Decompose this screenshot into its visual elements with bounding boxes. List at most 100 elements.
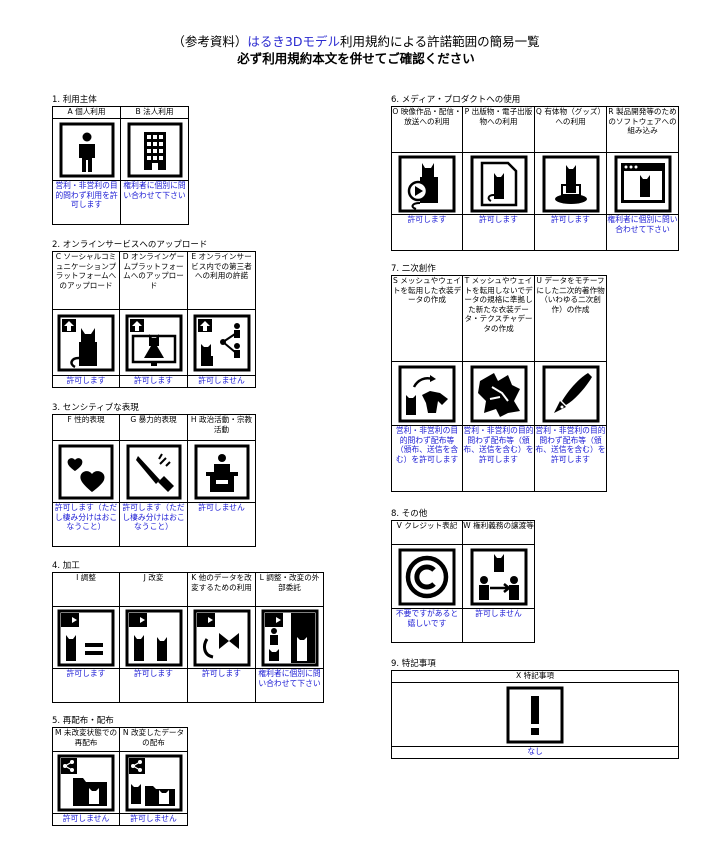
other-data-icon — [193, 609, 250, 666]
status-text: 営利・非営利の目的問わず利用を許可します — [52, 180, 121, 225]
model-name: はるき3Dモデル — [247, 34, 340, 49]
permission-table: M 未改変状態での再配布 N 改変したデータの配布 許可しません 許可しません — [52, 727, 188, 826]
podium-icon — [194, 444, 249, 499]
status-text: 不要ですがあると嬉しいです — [391, 608, 463, 643]
section-title: 1. 利用主体 — [52, 95, 97, 105]
status-text: 許可します — [52, 375, 120, 388]
section-sensitive-expression: 3. センシティブな表現 F 性的表現 G 暴力的表現 H 政治活動・宗教活動 … — [52, 403, 256, 547]
item-header: V クレジット表記 — [391, 520, 463, 545]
page-title: （参考資料）はるき3Dモデル利用規約による許諾範囲の簡易一覧 必ず利用規約本文を… — [0, 33, 712, 67]
exclamation-icon — [506, 686, 564, 743]
modify-icon — [125, 609, 182, 666]
outsource-icon — [261, 609, 318, 666]
section-redistribution: 5. 再配布・配布 M 未改変状態での再配布 N 改変したデータの配布 許可しま… — [52, 716, 188, 826]
status-text: 許可しません — [187, 502, 256, 547]
status-text: 権利者に個別に問い合わせて下さい — [120, 180, 189, 225]
item-header: F 性的表現 — [52, 414, 120, 441]
status-text: 許可しません — [462, 608, 535, 643]
permission-table: S メッシュやウェイトを転用した衣装データの作成 T メッシュやウェイトを転用し… — [391, 275, 607, 492]
item-header: O 映像作品・配信・放送への利用 — [391, 106, 463, 153]
item-header: K 他のデータを改変するための利用 — [187, 572, 256, 607]
video-icon — [398, 155, 456, 212]
permission-table: C ソーシャルコミュニケーションプラットフォームへのアップロード D オンライン… — [52, 251, 256, 388]
status-text: 許可します — [187, 668, 256, 703]
hearts-icon — [58, 444, 114, 499]
status-text: 営利・非営利の目的問わず配布等（頒布、送信を含む）を許可します — [534, 425, 607, 492]
title-line-2: 必ず利用規約本文を併せてご確認ください — [237, 51, 475, 66]
status-text: 許可します（ただし棲み分けはおこなうこと） — [119, 502, 188, 547]
item-header: X 特記事項 — [391, 670, 679, 683]
item-header: U データをモチーフにした二次的著作物（いわゆる二次創作）の作成 — [534, 275, 607, 362]
transfer-icon — [470, 548, 527, 605]
building-icon — [127, 122, 182, 177]
item-header: R 製品開発等のためのソフトウェアへの組み込み — [606, 106, 679, 153]
permission-table: O 映像作品・配信・放送への利用 P 出版物・電子出版物への利用 Q 有体物（グ… — [391, 106, 679, 251]
item-header: M 未改変状態での再配布 — [52, 727, 120, 752]
status-text: 許可します — [52, 668, 120, 703]
section-usage-subject: 1. 利用主体 A 個人利用 B 法人利用 営利・非営利の目的問わず利用を許可し… — [52, 95, 189, 225]
status-text: 許可します — [391, 214, 463, 251]
status-text: 許可します — [119, 668, 188, 703]
copyright-icon — [398, 548, 456, 605]
section-title: 8. その他 — [391, 509, 428, 519]
status-text: 許可しません — [52, 813, 120, 826]
section-title: 4. 加工 — [52, 561, 80, 571]
item-header: S メッシュやウェイトを転用した衣装データの作成 — [391, 275, 463, 362]
permission-table: I 調整 J 改変 K 他のデータを改変するための利用 L 調整・改変の外部委託… — [52, 572, 324, 703]
game-platform-icon — [125, 314, 182, 371]
item-header: Q 有体物（グッズ）への利用 — [534, 106, 607, 153]
share-third-party-icon — [193, 314, 250, 371]
item-header: W 権利義務の譲渡等 — [462, 520, 535, 545]
status-text: なし — [391, 746, 679, 759]
costume-icon — [398, 365, 456, 422]
new-costume-icon — [470, 365, 527, 422]
section-online-upload: 2. オンラインサービスへのアップロード C ソーシャルコミュニケーションプラッ… — [52, 240, 256, 388]
status-text: 許可しません — [187, 375, 256, 388]
status-text: 許可します — [462, 214, 535, 251]
section-title: 6. メディア・プロダクトへの使用 — [391, 95, 521, 105]
goods-icon — [542, 155, 599, 212]
section-title: 7. 二次創作 — [391, 264, 436, 274]
item-header: P 出版物・電子出版物への利用 — [462, 106, 535, 153]
adjust-icon — [57, 609, 115, 666]
permission-table: V クレジット表記 W 権利義務の譲渡等 不要ですがあると嬉しいです 許可しませ… — [391, 520, 535, 643]
title-line-1: （参考資料）はるき3Dモデル利用規約による許諾範囲の簡易一覧 — [172, 34, 540, 49]
section-other: 8. その他 V クレジット表記 W 権利義務の譲渡等 不要ですがあると嬉しいで… — [391, 509, 535, 643]
section-media-products: 6. メディア・プロダクトへの使用 O 映像作品・配信・放送への利用 P 出版物… — [391, 95, 679, 251]
item-header: E オンラインサービス内での第三者への利用の許諾 — [187, 251, 256, 310]
item-header: D オンラインゲームプラットフォームへのアップロード — [119, 251, 188, 310]
section-derivative-works: 7. 二次創作 S メッシュやウェイトを転用した衣装データの作成 T メッシュや… — [391, 264, 607, 492]
permission-table: A 個人利用 B 法人利用 営利・非営利の目的問わず利用を許可します 権利者に個… — [52, 106, 189, 225]
person-icon — [59, 122, 114, 177]
item-header: N 改変したデータの配布 — [119, 727, 188, 752]
item-header: L 調整・改変の外部委託 — [255, 572, 324, 607]
status-text: 営利・非営利の目的問わず配布等（頒布、送信を含む）を許可します — [391, 425, 463, 492]
status-text: 権利者に個別に問い合わせて下さい — [255, 668, 324, 703]
section-notes: 9. 特記事項 X 特記事項 なし — [391, 659, 679, 759]
knife-icon — [126, 444, 181, 499]
item-header: H 政治活動・宗教活動 — [187, 414, 256, 441]
item-header: T メッシュやウェイトを転用しないでデータの規格に準拠した新たな衣装データ・テク… — [462, 275, 535, 362]
permission-table: F 性的表現 G 暴力的表現 H 政治活動・宗教活動 許可します（ただし棲み分け… — [52, 414, 256, 547]
section-title: 2. オンラインサービスへのアップロード — [52, 240, 208, 250]
software-icon — [614, 155, 671, 212]
status-text: 許可します（ただし棲み分けはおこなうこと） — [52, 502, 120, 547]
status-text: 営利・非営利の目的問わず配布等（頒布、送信を含む）を許可します — [462, 425, 535, 492]
item-header: A 個人利用 — [52, 106, 121, 119]
section-title: 5. 再配布・配布 — [52, 716, 114, 726]
redistribute-icon — [57, 754, 115, 811]
upload-social-icon — [57, 314, 115, 371]
item-header: I 調整 — [52, 572, 120, 607]
item-header: G 暴力的表現 — [119, 414, 188, 441]
distribute-modified-icon — [125, 754, 182, 811]
status-text: 許可します — [119, 375, 188, 388]
status-text: 許可します — [534, 214, 607, 251]
status-text: 許可しません — [119, 813, 188, 826]
item-header: C ソーシャルコミュニケーションプラットフォームへのアップロード — [52, 251, 120, 310]
item-header: B 法人利用 — [120, 106, 189, 119]
section-title: 9. 特記事項 — [391, 659, 436, 669]
section-processing: 4. 加工 I 調整 J 改変 K 他のデータを改変するための利用 L 調整・改… — [52, 561, 324, 703]
item-header: J 改変 — [119, 572, 188, 607]
section-title: 3. センシティブな表現 — [52, 403, 139, 413]
publication-icon — [470, 155, 527, 212]
